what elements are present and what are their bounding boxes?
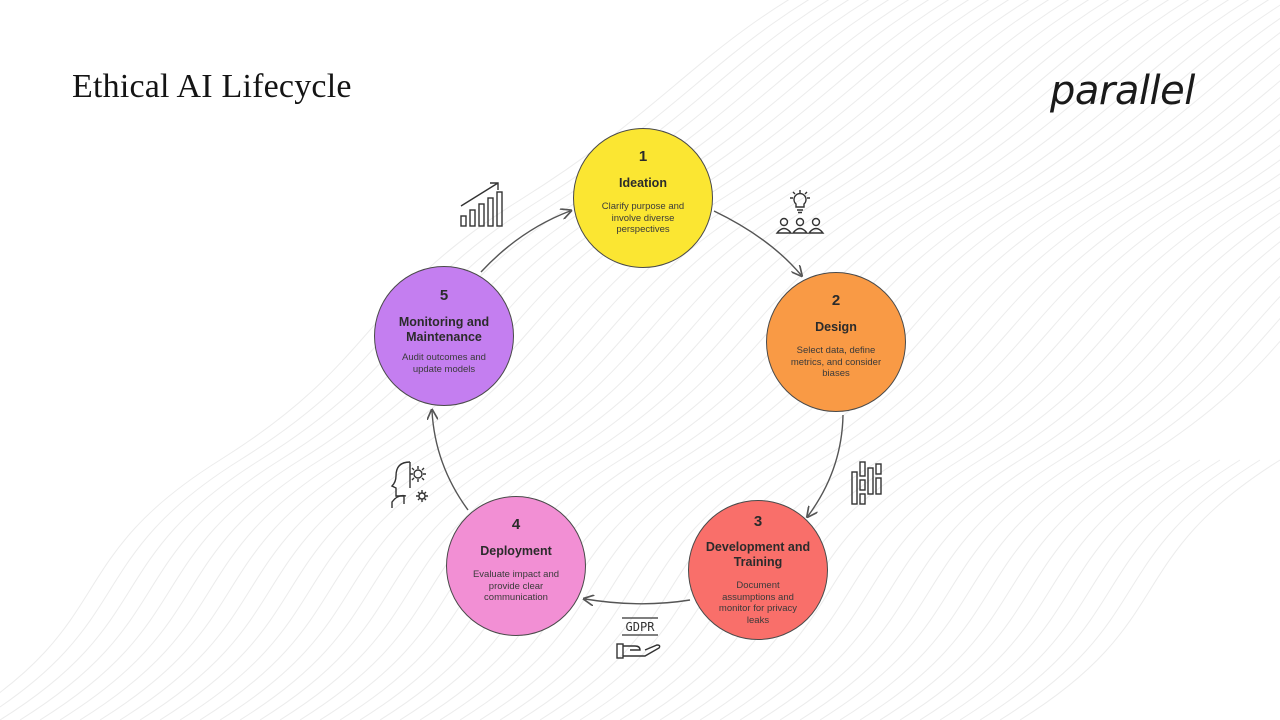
step-name: Development and Training: [705, 540, 811, 569]
page-title: Ethical AI Lifecycle: [72, 68, 352, 105]
step-description: Document assumptions and monitor for pri…: [718, 580, 798, 626]
step-description: Evaluate impact and provide clear commun…: [472, 569, 560, 603]
arrow-2-to-3: [808, 414, 844, 516]
step-name: Monitoring and Maintenance: [398, 315, 490, 344]
lightbulb-people-icon: [775, 190, 825, 234]
step-node-5: 5 Monitoring and Maintenance Audit outco…: [374, 266, 514, 406]
step-name: Ideation: [619, 176, 667, 190]
step-description: Select data, define metrics, and conside…: [790, 345, 882, 379]
bar-columns-icon: [851, 461, 882, 505]
growth-chart-icon: [460, 182, 503, 227]
step-number: 4: [511, 516, 521, 533]
gdpr-label: GDPR: [626, 620, 656, 634]
arrow-4-to-5: [432, 411, 469, 511]
step-node-4: 4 Deployment Evaluate impact and provide…: [446, 496, 586, 636]
step-name: Deployment: [480, 544, 552, 558]
step-number: 3: [753, 513, 763, 530]
head-gear-icon: [390, 461, 428, 508]
step-number: 2: [831, 292, 841, 309]
arrow-5-to-1: [480, 211, 570, 273]
step-number: 5: [439, 287, 449, 304]
step-node-3: 3 Development and Training Document assu…: [688, 500, 828, 640]
arrow-1-to-2: [713, 210, 801, 275]
step-node-1: 1 Ideation Clarify purpose and involve d…: [573, 128, 713, 268]
arrow-3-to-4: [585, 599, 691, 604]
step-number: 1: [638, 148, 648, 165]
step-name: Design: [815, 320, 857, 334]
gdpr-hand-icon: GDPR: [616, 617, 661, 659]
step-description: Clarify purpose and involve diverse pers…: [601, 201, 685, 235]
step-description: Audit outcomes and update models: [402, 352, 486, 375]
parallel-logo: parallel: [1050, 68, 1195, 114]
step-node-2: 2 Design Select data, define metrics, an…: [766, 272, 906, 412]
